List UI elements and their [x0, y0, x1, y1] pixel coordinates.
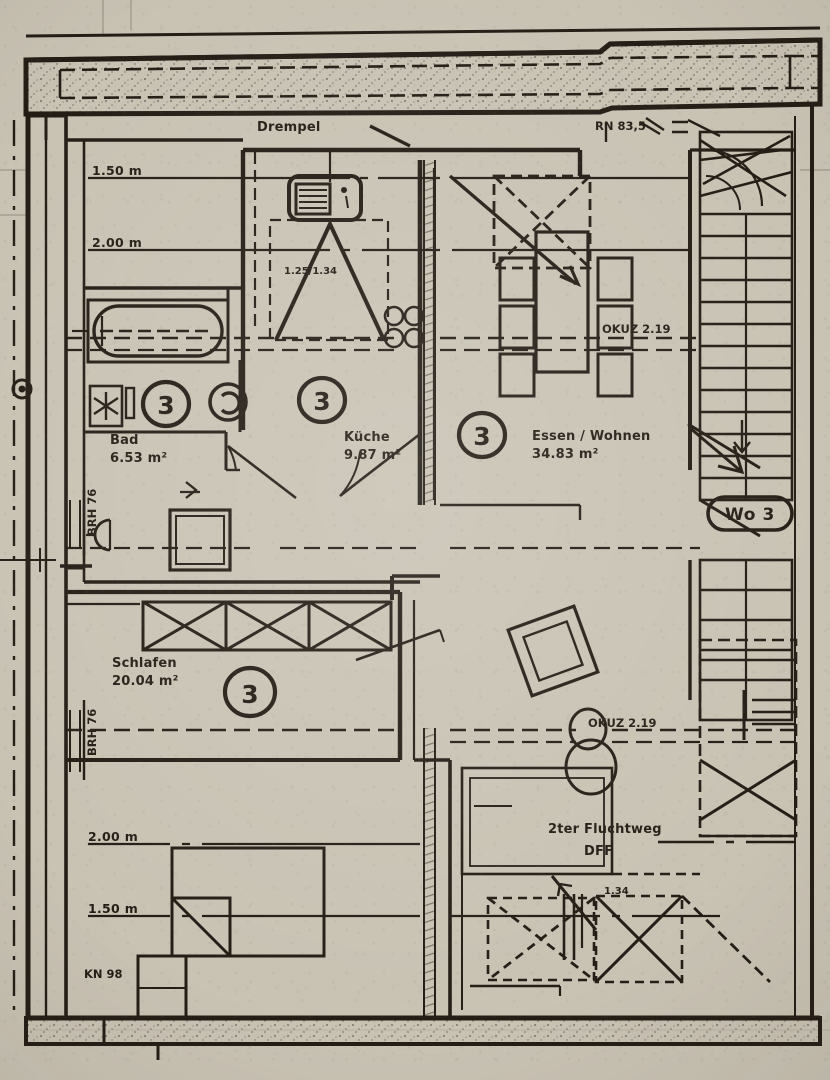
drempel-label: Drempel: [257, 120, 321, 135]
top-wall-band: [23, 26, 823, 117]
dff-label: DFF: [584, 844, 613, 859]
dormer-mark-label: 1.34: [604, 886, 629, 897]
roof-window-right: [698, 638, 798, 838]
room-marker-essen-label: 3: [473, 422, 490, 451]
unit-badge-outline: [706, 495, 794, 532]
axis-dash-dot-left: [0, 120, 56, 1010]
fluchtweg-label: 2ter Fluchtweg: [548, 822, 662, 837]
room-name-kueche: Küche: [344, 430, 390, 445]
room-marker-essen: 3: [456, 410, 508, 460]
dormer-marks: [460, 766, 771, 996]
kitchen-window-label: 1.25/1.34: [284, 266, 337, 277]
roof-opening-dining: [448, 174, 592, 288]
wardrobe-closet: [141, 600, 393, 652]
dim-bottom-200: 2.00 m: [88, 829, 138, 844]
dining-table: [534, 230, 590, 374]
dim-bottom-150: 1.50 m: [88, 901, 138, 916]
room-area-kueche: 9.87 m²: [344, 448, 401, 463]
top-left-notch: [28, 114, 66, 140]
dimension-lines: [66, 176, 796, 918]
brh-label-lower: BRH 76: [85, 709, 99, 756]
roof-slope-arrow: [689, 426, 745, 475]
room-marker-kueche: 3: [296, 375, 348, 425]
bottom-wall-opening: [102, 954, 188, 1060]
room-marker-bad: 3: [140, 379, 192, 429]
okuz-label-bottom: OKUZ 2.19: [588, 716, 657, 730]
bathtub-fixture: [72, 298, 230, 364]
side-table: [506, 604, 600, 698]
shower-fixture: [168, 481, 232, 572]
room-name-bad: Bad: [110, 433, 139, 448]
room-area-bad: 6.53 m²: [110, 451, 167, 466]
kn-label: KN 98: [84, 967, 123, 981]
room-area-essen: 34.83 m²: [532, 447, 599, 462]
unit-badge-label: Wo 3: [725, 505, 775, 525]
window-openings: [60, 490, 92, 780]
room-marker-schlafen-label: 3: [241, 680, 258, 709]
okuz-label-top: OKUZ 2.19: [602, 322, 671, 336]
kitchen-window-symbol: [268, 218, 390, 342]
unit-badge[interactable]: Wo 3: [706, 495, 794, 532]
room-name-schlafen: Schlafen: [112, 656, 177, 671]
room-name-essen: Essen / Wohnen: [532, 429, 650, 444]
room-marker-kueche-label: 3: [313, 387, 330, 416]
dim-top-200: 2.00 m: [92, 235, 142, 250]
drempel-leader: [369, 124, 411, 148]
room-marker-schlafen: 3: [222, 665, 278, 719]
wc-fixture: [88, 384, 136, 428]
door-swings: [226, 432, 445, 662]
dim-top-150: 1.50 m: [92, 163, 142, 178]
rn-label: RN 83,5: [595, 119, 646, 133]
tick-marks: [604, 117, 721, 142]
door-marker-circle: [208, 382, 248, 422]
brh-label-upper: BRH 76: [85, 489, 99, 536]
dining-chairs: [498, 256, 634, 398]
bed: [170, 846, 326, 958]
room-marker-bad-label: 3: [157, 391, 174, 420]
room-area-schlafen: 20.04 m²: [112, 674, 179, 689]
stove-fixture: [383, 305, 425, 349]
